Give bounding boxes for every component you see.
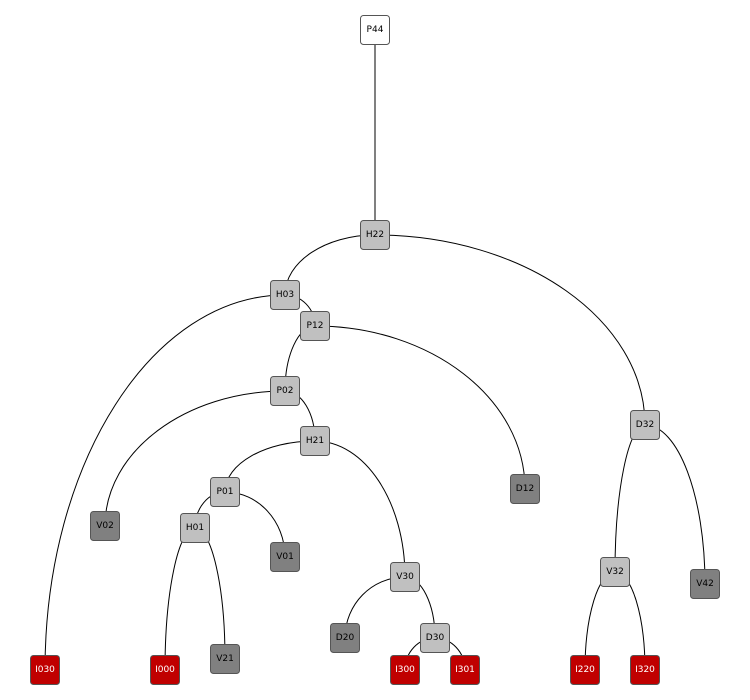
- node-V21: V21: [210, 644, 240, 674]
- node-label-P01: P01: [217, 487, 234, 497]
- node-P01: P01: [210, 477, 240, 507]
- node-label-I301: I301: [455, 665, 475, 675]
- node-D20: D20: [330, 623, 360, 653]
- node-label-D20: D20: [336, 633, 355, 643]
- node-label-V32: V32: [606, 567, 624, 577]
- node-box-H22: [360, 220, 390, 250]
- node-H03: H03: [270, 280, 300, 310]
- node-D32: D32: [630, 410, 660, 440]
- node-label-V21: V21: [216, 654, 234, 664]
- node-I320: I320: [630, 655, 660, 685]
- node-label-I030: I030: [35, 665, 55, 675]
- node-label-I300: I300: [395, 665, 415, 675]
- node-V42: V42: [690, 569, 720, 599]
- edge-D32-V42: [644, 424, 706, 585]
- edge-D32-V32: [614, 424, 646, 573]
- node-P02: P02: [270, 376, 300, 406]
- edge-P02-V02: [104, 390, 286, 527]
- node-box-I220: [570, 655, 600, 685]
- node-label-V01: V01: [276, 552, 294, 562]
- node-label-D12: D12: [516, 484, 534, 494]
- node-P44: P44: [360, 15, 390, 45]
- node-box-I301: [450, 655, 480, 685]
- node-label-D30: D30: [426, 633, 445, 643]
- node-box-H01: [180, 513, 210, 543]
- node-box-V21: [210, 644, 240, 674]
- node-box-H21: [300, 426, 330, 456]
- edge-H03-I030: [44, 294, 286, 671]
- node-label-P02: P02: [277, 386, 294, 396]
- node-box-P02: [270, 376, 300, 406]
- tree-nodes: P44H22H03P12P02H21P01H01V30D30D32V32V02D…: [30, 15, 720, 685]
- node-H21: H21: [300, 426, 330, 456]
- node-V30: V30: [390, 562, 420, 592]
- node-label-P44: P44: [367, 25, 384, 35]
- node-V02: V02: [90, 511, 120, 541]
- node-V01: V01: [270, 542, 300, 572]
- node-label-V30: V30: [396, 572, 414, 582]
- node-I000: I000: [150, 655, 180, 685]
- node-box-V42: [690, 569, 720, 599]
- node-box-V30: [390, 562, 420, 592]
- node-label-I320: I320: [635, 665, 655, 675]
- node-I030: I030: [30, 655, 60, 685]
- node-box-P01: [210, 477, 240, 507]
- node-label-H01: H01: [186, 523, 204, 533]
- node-box-I320: [630, 655, 660, 685]
- node-box-V32: [600, 557, 630, 587]
- node-H22: H22: [360, 220, 390, 250]
- node-box-D12: [510, 474, 540, 504]
- edge-H22-D32: [374, 234, 646, 426]
- node-label-H22: H22: [366, 230, 384, 240]
- node-label-D32: D32: [636, 420, 654, 430]
- node-box-I000: [150, 655, 180, 685]
- node-box-I300: [390, 655, 420, 685]
- node-label-I000: I000: [155, 665, 175, 675]
- node-D30: D30: [420, 623, 450, 653]
- node-box-D20: [330, 623, 360, 653]
- node-label-V02: V02: [96, 521, 114, 531]
- node-I301: I301: [450, 655, 480, 685]
- node-label-H21: H21: [306, 436, 324, 446]
- node-box-H03: [270, 280, 300, 310]
- edge-H21-V30: [314, 440, 406, 578]
- node-P12: P12: [300, 311, 330, 341]
- node-box-V02: [90, 511, 120, 541]
- node-box-P44: [360, 15, 390, 45]
- edge-H01-V21: [194, 527, 226, 660]
- node-D12: D12: [510, 474, 540, 504]
- node-box-D30: [420, 623, 450, 653]
- edge-P12-D12: [314, 325, 526, 490]
- node-box-I030: [30, 655, 60, 685]
- node-label-P12: P12: [307, 321, 324, 331]
- node-I300: I300: [390, 655, 420, 685]
- node-label-H03: H03: [276, 290, 294, 300]
- node-label-V42: V42: [696, 579, 714, 589]
- node-V32: V32: [600, 557, 630, 587]
- node-label-I220: I220: [575, 665, 595, 675]
- node-I220: I220: [570, 655, 600, 685]
- node-H01: H01: [180, 513, 210, 543]
- edge-H01-I000: [164, 527, 196, 671]
- node-box-P12: [300, 311, 330, 341]
- node-box-V01: [270, 542, 300, 572]
- node-box-D32: [630, 410, 660, 440]
